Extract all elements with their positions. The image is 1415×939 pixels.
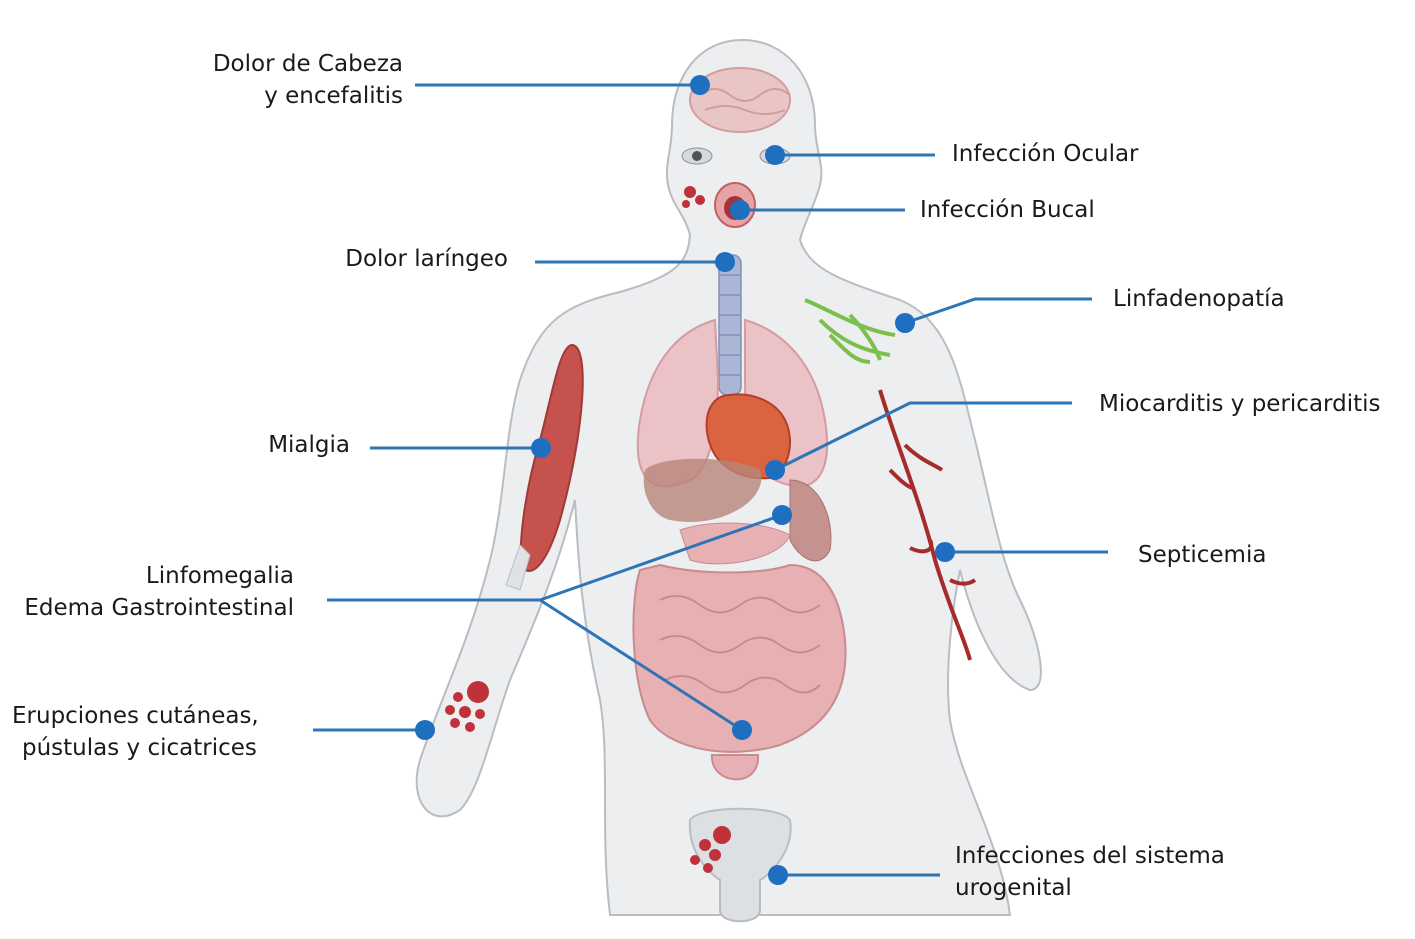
label-lymph: Linfadenopatía [1113,283,1285,315]
trachea [719,255,741,395]
mouth-marker-icon [730,200,750,220]
label-headache: Dolor de Cabeza y encefalitis [195,48,403,112]
label-gastro: Linfomegalia Edema Gastrointestinal [2,560,294,624]
septicemia-marker-icon [935,542,955,562]
label-urogenital: Infecciones del sistema urogenital [955,840,1225,904]
gastro-marker-upper-icon [772,505,792,525]
eye-marker-icon [765,145,785,165]
heart-marker-icon [765,460,785,480]
larynx-marker-icon [715,252,735,272]
label-heart: Miocarditis y pericarditis [1099,388,1380,420]
myalgia-marker-icon [531,438,551,458]
urogenital-marker-icon [768,865,788,885]
label-larynx: Dolor laríngeo [310,243,508,275]
gastro-marker-lower-icon [732,720,752,740]
label-myalgia: Mialgia [230,429,350,461]
label-skin: Erupciones cutáneas, pústulas y cicatric… [12,700,259,764]
label-mouth: Infección Bucal [920,194,1095,226]
headache-marker-icon [690,75,710,95]
lymph-marker-icon [895,313,915,333]
label-septicemia: Septicemia [1138,539,1266,571]
label-eye: Infección Ocular [952,138,1139,170]
skin-marker-icon [415,720,435,740]
